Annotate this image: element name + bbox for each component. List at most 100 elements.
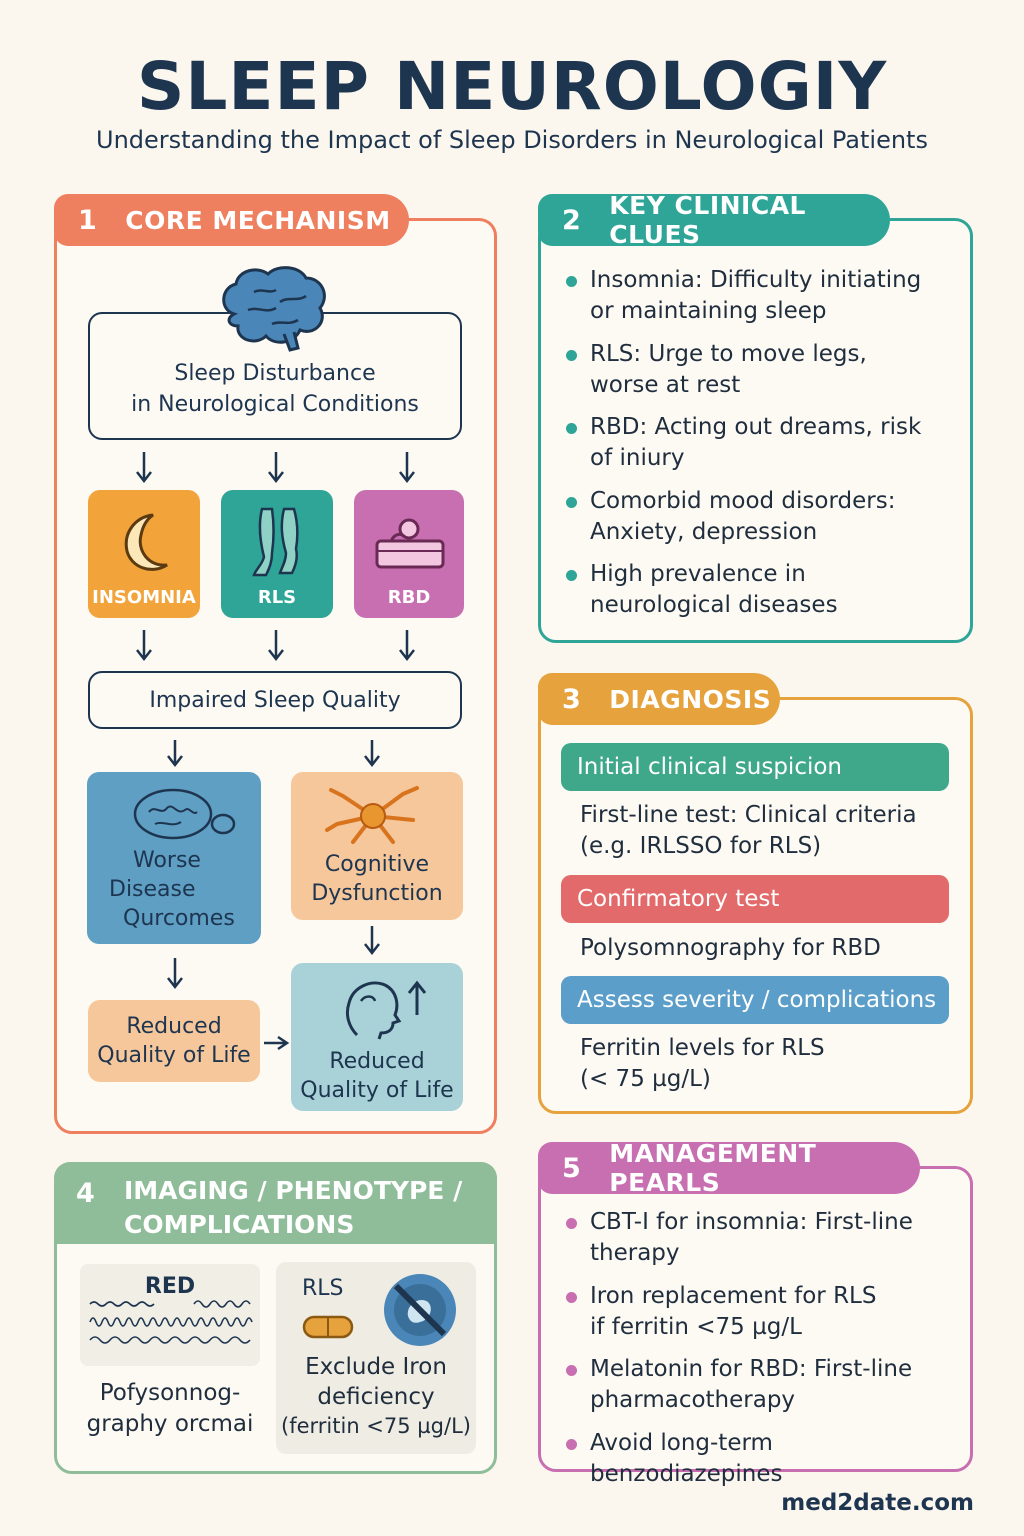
item-line: Avoid long-term benzodiazepines	[590, 1429, 783, 1487]
section-number: 3	[562, 683, 582, 715]
insomnia-tile: INSOMNIA	[88, 490, 200, 618]
step-line: First-line test: Clinical criteria	[580, 802, 917, 828]
impaired-sleep-box: Impaired Sleep Quality	[88, 671, 462, 729]
diagnosis-step-bar: Confirmatory test	[561, 875, 949, 923]
page-title: SLEEP NEUROLOGIY	[136, 48, 888, 125]
box-line: Cognitive	[324, 852, 430, 877]
arrow-down-icon	[364, 926, 380, 956]
item-line: neurological diseases	[590, 592, 838, 619]
section-number: 4	[76, 1178, 95, 1209]
item-line: CBT-I for insomnia: First-line	[590, 1209, 913, 1235]
list-item: RLS: Urge to move legs, worse at rest	[562, 339, 962, 402]
section-title-line: COMPLICATIONS	[124, 1209, 355, 1239]
list-item: Comorbid mood disorders: Anxiety, depress…	[562, 486, 962, 549]
list-item: RBD: Acting out dreams, risk of iniury	[562, 412, 962, 475]
section-number: 2	[562, 204, 582, 236]
section-title: DIAGNOSIS	[609, 684, 772, 714]
diagnosis-step-bar: Assess severity / complications	[561, 976, 949, 1024]
management-tab: 5 MANAGEMENT PEARLS	[538, 1139, 920, 1197]
item-line: Comorbid mood disorders:	[590, 487, 896, 514]
item-line: High prevalence in	[590, 561, 806, 588]
arrow-down-icon	[167, 958, 183, 990]
section-number: 5	[562, 1152, 582, 1184]
rls-label: RLS	[302, 1276, 344, 1301]
management-panel	[538, 1166, 973, 1472]
step-line: Ferritin levels for RLS	[580, 1035, 825, 1061]
footer-site[interactable]: med2date.com	[781, 1490, 974, 1516]
clinical-clues-tab: 2 KEY CLINICAL CLUES	[538, 191, 890, 249]
caption-line: graphy orcmai	[86, 1411, 254, 1438]
diagnosis-step-text: First-line test: Clinical criteria (e.g.…	[580, 800, 917, 863]
imaging-tab: 4 IMAGING / PHENOTYPE / COMPLICATIONS	[54, 1162, 497, 1244]
item-line: Melatonin for RBD: First-line	[590, 1356, 913, 1383]
arrow-down-icon	[167, 740, 183, 768]
worse-outcomes-box: Worse Disease Qurcomes	[87, 772, 261, 944]
arrow-down-icon	[399, 630, 415, 662]
arrow-down-icon	[399, 452, 415, 484]
caption-line: Pofysonnog-	[99, 1380, 241, 1406]
section-title-line: IMAGING / PHENOTYPE /	[124, 1176, 463, 1205]
caption-line: deficiency	[317, 1384, 435, 1411]
bed-icon	[375, 518, 445, 569]
arrow-down-icon	[136, 630, 152, 662]
brain-outline-icon	[133, 788, 236, 840]
moon-icon	[124, 513, 168, 571]
psg-caption: Pofysonnog- graphy orcmai	[70, 1378, 270, 1441]
box-line: Qurcomes	[123, 906, 235, 932]
box-line: Reduced	[329, 1049, 425, 1074]
list-item: Avoid long-term benzodiazepines	[562, 1428, 967, 1491]
section-title: MANAGEMENT PEARLS	[609, 1139, 817, 1197]
box-line: Dysfunction	[311, 881, 443, 907]
section-title: KEY CLINICAL CLUES	[609, 191, 806, 249]
box-line: in Neurological Conditions	[131, 392, 419, 417]
box-line: Quality of Life	[300, 1078, 454, 1104]
cognitive-dysfunction-box: Cognitive Dysfunction	[291, 772, 463, 920]
box-line: Disease	[109, 877, 196, 903]
diagnosis-step-text: Ferritin levels for RLS (< 75 µg/L)	[580, 1033, 825, 1096]
diagnosis-step-bar: Initial clinical suspicion	[561, 743, 949, 791]
tile-label: RLS	[257, 587, 297, 608]
tile-label: RBD	[387, 587, 431, 608]
arrow-down-icon	[364, 740, 380, 768]
management-list: CBT-I for insomnia: First-line therapy Ir…	[562, 1207, 967, 1490]
item-line: RLS: Urge to move legs,	[590, 340, 867, 367]
page-subtitle: Understanding the Impact of Sleep Disord…	[96, 126, 928, 154]
arrow-down-icon	[268, 630, 284, 662]
eeg-wave-icon	[89, 1300, 253, 1344]
rls-iron-box: RLS Exclude Iron deficiency (ferritin <7…	[276, 1262, 476, 1454]
clinical-clues-panel	[538, 218, 973, 643]
box-line: Sleep Disturbance	[174, 361, 376, 387]
box-line: Quality of Life	[97, 1043, 251, 1069]
item-line: Anxiety, depression	[590, 518, 818, 545]
item-line: if ferritin <75 µg/L	[590, 1313, 802, 1340]
core-mechanism-tab: 1 CORE MECHANISM	[54, 194, 409, 246]
section-number: 1	[78, 204, 98, 236]
rls-tile: RLS	[221, 490, 333, 618]
item-line: RBD: Acting out dreams, risk	[590, 414, 922, 441]
caption-line: (ferritin <75 µg/L)	[281, 1413, 471, 1438]
rbd-tile: RBD	[354, 490, 464, 618]
psg-trace-box: RED	[80, 1264, 260, 1366]
caption-line: Exclude Iron	[305, 1354, 447, 1380]
arrow-down-icon	[268, 452, 284, 484]
list-item: CBT-I for insomnia: First-line therapy	[562, 1207, 967, 1270]
list-item: High prevalence in neurological diseases	[562, 559, 962, 622]
item-line: or maintaining sleep	[590, 298, 827, 325]
brain-icon	[222, 266, 326, 352]
arrow-down-icon	[136, 452, 152, 484]
iron-pill-icon	[302, 1315, 354, 1339]
list-item: Melatonin for RBD: First-line pharmacothe…	[562, 1354, 967, 1417]
item-line: pharmacotherapy	[590, 1387, 796, 1414]
box-line: Worse	[133, 848, 201, 873]
legs-icon	[252, 507, 299, 577]
item-line: worse at rest	[590, 371, 741, 398]
step-line: (e.g. IRLSSO for RLS)	[580, 833, 822, 860]
step-line: (< 75 µg/L)	[580, 1066, 711, 1093]
item-line: of iniury	[590, 445, 685, 472]
item-line: therapy	[590, 1240, 680, 1267]
section-title: CORE MECHANISM	[125, 205, 391, 235]
arrow-right-icon	[264, 1035, 290, 1051]
tile-label: INSOMNIA	[92, 587, 196, 608]
